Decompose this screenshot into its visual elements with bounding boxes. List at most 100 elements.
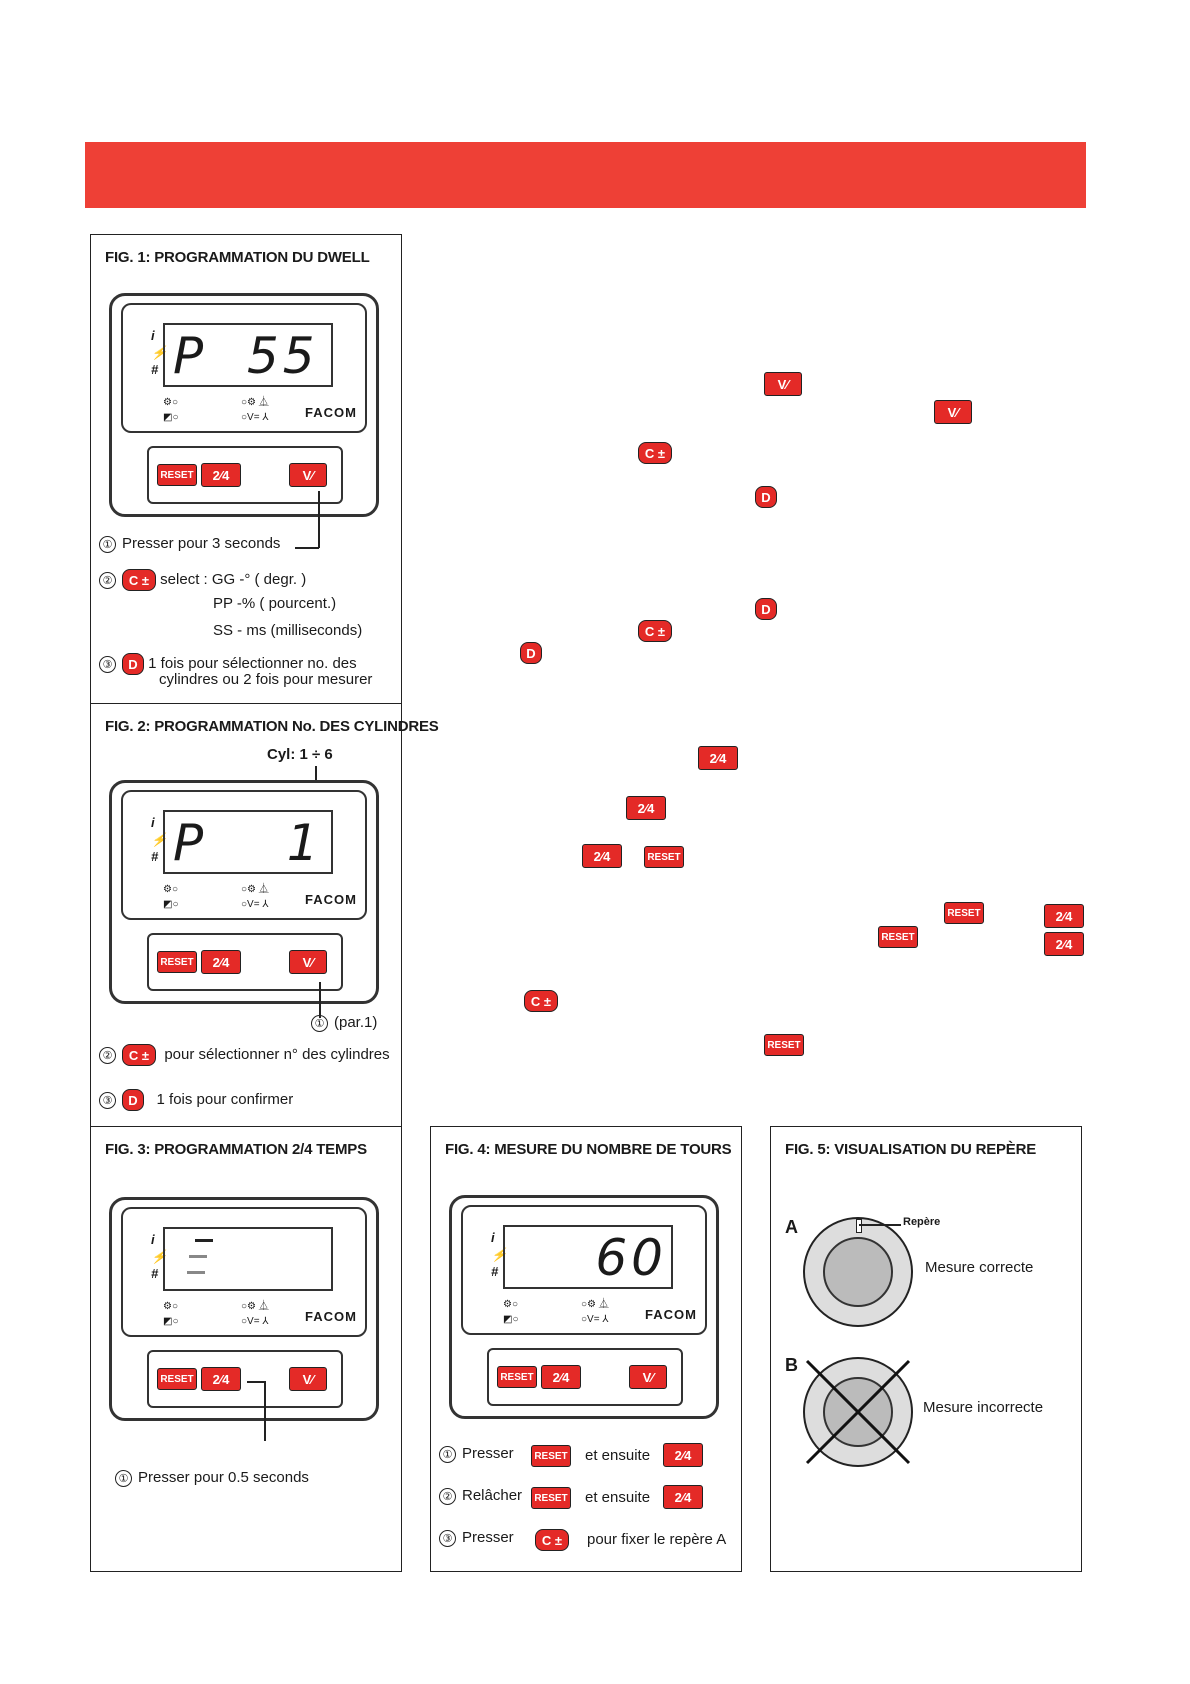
inline-key: C ±: [638, 442, 672, 464]
led-indicators-left: ⚙○◩○: [503, 1299, 519, 1325]
fig2-panel: FIG. 2: PROGRAMMATION No. DES CYLINDRES …: [90, 703, 439, 1127]
display-frame: i⚡# P 55 ⚙○◩○ ○⚙ ⏅○V= ⅄ FACOM: [121, 303, 367, 433]
led-indicators-left: ⚙○◩○: [163, 1301, 179, 1327]
reset-button[interactable]: RESET: [157, 1368, 197, 1390]
inline-key: 2⁄4: [1044, 904, 1084, 928]
circle-1: ①: [115, 1470, 132, 1487]
fig3-panel: FIG. 3: PROGRAMMATION 2/4 TEMPS i⚡# ⚙○◩○…: [90, 1126, 402, 1572]
two-four-button[interactable]: 2⁄4: [201, 1367, 241, 1391]
fig1-step2-a: select : GG -° ( degr. ): [160, 570, 307, 588]
brand-logo: FACOM: [305, 405, 357, 420]
reset-key: RESET: [531, 1487, 571, 1509]
label-b: B: [785, 1355, 798, 1375]
circle-1: ①: [99, 536, 116, 553]
fig4-step3-b: pour fixer le repère A: [587, 1531, 727, 1548]
lcd-screen: 60: [503, 1225, 673, 1289]
inline-key: 2⁄4: [582, 844, 622, 868]
fig4-panel: FIG. 4: MESURE DU NOMBRE DE TOURS i⚡# 60…: [430, 1126, 742, 1572]
c-key: C ±: [122, 569, 156, 591]
inline-key: D: [755, 486, 777, 508]
circle-3: ③: [99, 1091, 116, 1109]
fig2-cyl-label: Cyl: 1 ÷ 6: [267, 746, 333, 763]
lcd-readout: 60: [595, 1229, 667, 1287]
led-indicators-right: ○⚙ ⏅○V= ⅄: [241, 884, 269, 910]
two-four-button[interactable]: 2⁄4: [201, 950, 241, 974]
fig2-title: FIG. 2: PROGRAMMATION No. DES CYLINDRES: [105, 718, 439, 735]
fig2-step1-text: (par.1): [334, 1014, 378, 1031]
dial-correct: [803, 1217, 913, 1327]
lcd-readout: P 1: [173, 814, 323, 872]
inline-key: 2⁄4: [626, 796, 666, 820]
two-four-button[interactable]: 2⁄4: [201, 463, 241, 487]
button-panel: RESET 2⁄4 V⁄: [147, 1350, 343, 1408]
inline-key: C ±: [524, 990, 558, 1012]
inline-key: D: [755, 598, 777, 620]
repere-label: Repère: [903, 1216, 941, 1228]
fig3-step1-text: Presser pour 0.5 seconds: [138, 1469, 309, 1486]
fig1-device: i⚡# P 55 ⚙○◩○ ○⚙ ⏅○V= ⅄ FACOM RESET 2⁄4 …: [109, 293, 379, 517]
led-indicators-left: ⚙○◩○: [163, 397, 179, 423]
inline-key: RESET: [764, 1034, 804, 1056]
leader-line: [859, 1224, 901, 1226]
fig4-device: i⚡# 60 ⚙○◩○ ○⚙ ⏅○V= ⅄ FACOM RESET 2⁄4 V⁄: [449, 1195, 719, 1419]
circle-1: ①: [439, 1446, 456, 1463]
v-button[interactable]: V⁄: [289, 1367, 327, 1391]
device-body: [109, 1197, 379, 1421]
inline-key: D: [520, 642, 542, 664]
inline-key: RESET: [644, 846, 684, 868]
fig4-step2-b: et ensuite: [585, 1489, 651, 1506]
lcd-screen: P 55: [163, 323, 333, 387]
inline-key: V⁄: [934, 400, 972, 424]
fig2-device: i⚡# P 1 ⚙○◩○ ○⚙ ⏅○V= ⅄ FACOM RESET 2⁄4 V…: [109, 780, 379, 1004]
fig1-panel: FIG. 1: PROGRAMMATION DU DWELL i⚡# P 55 …: [90, 234, 402, 704]
inline-key: V⁄: [764, 372, 802, 396]
led-indicators-left: ⚙○◩○: [163, 884, 179, 910]
fig5-panel: FIG. 5: VISUALISATION DU REPÈRE A Repère…: [770, 1126, 1082, 1572]
inline-key: RESET: [944, 902, 984, 924]
display-frame: i⚡# ⚙○◩○ ○⚙ ⏅○V= ⅄ FACOM: [121, 1207, 367, 1337]
fig5-title: FIG. 5: VISUALISATION DU REPÈRE: [785, 1141, 1037, 1158]
lcd-screen: [163, 1227, 333, 1291]
v-button[interactable]: V⁄: [289, 950, 327, 974]
dial-hub: [823, 1237, 893, 1307]
dial-incorrect: [803, 1357, 913, 1467]
reset-button[interactable]: RESET: [157, 464, 197, 486]
fig2-step3-text: 1 fois pour confirmer: [156, 1090, 294, 1108]
brand-logo: FACOM: [305, 892, 357, 907]
inline-key: 2⁄4: [1044, 932, 1084, 956]
c-key: C ±: [122, 1044, 156, 1066]
reset-button[interactable]: RESET: [157, 951, 197, 973]
two-four-button[interactable]: 2⁄4: [541, 1365, 581, 1389]
led-indicators-right: ○⚙ ⏅○V= ⅄: [581, 1299, 609, 1325]
repere-mark: [856, 1219, 862, 1233]
circle-2: ②: [439, 1488, 456, 1505]
reset-button[interactable]: RESET: [497, 1366, 537, 1388]
device-body: [109, 293, 379, 517]
d-key: D: [122, 1089, 144, 1111]
v-button[interactable]: V⁄: [629, 1365, 667, 1389]
v-button[interactable]: V⁄: [289, 463, 327, 487]
dash-indicator: [195, 1239, 213, 1242]
inline-key: C ±: [638, 620, 672, 642]
fig3-title: FIG. 3: PROGRAMMATION 2/4 TEMPS: [105, 1141, 367, 1158]
inline-key: RESET: [878, 926, 918, 948]
button-panel: RESET 2⁄4 V⁄: [147, 933, 343, 991]
c-key: C ±: [535, 1529, 569, 1551]
leader-line: [264, 1381, 266, 1441]
header-banner: [85, 142, 1086, 208]
fig1-title: FIG. 1: PROGRAMMATION DU DWELL: [105, 249, 370, 266]
fig3-step1: ① Presser pour 0.5 seconds: [115, 1469, 309, 1487]
reset-key: RESET: [531, 1445, 571, 1467]
leader-line: [247, 1381, 265, 1383]
fig4-step3-a: Presser: [462, 1529, 514, 1546]
d-key: D: [122, 653, 144, 675]
display-frame: i⚡# 60 ⚙○◩○ ○⚙ ⏅○V= ⅄ FACOM: [461, 1205, 707, 1335]
brand-logo: FACOM: [305, 1309, 357, 1324]
